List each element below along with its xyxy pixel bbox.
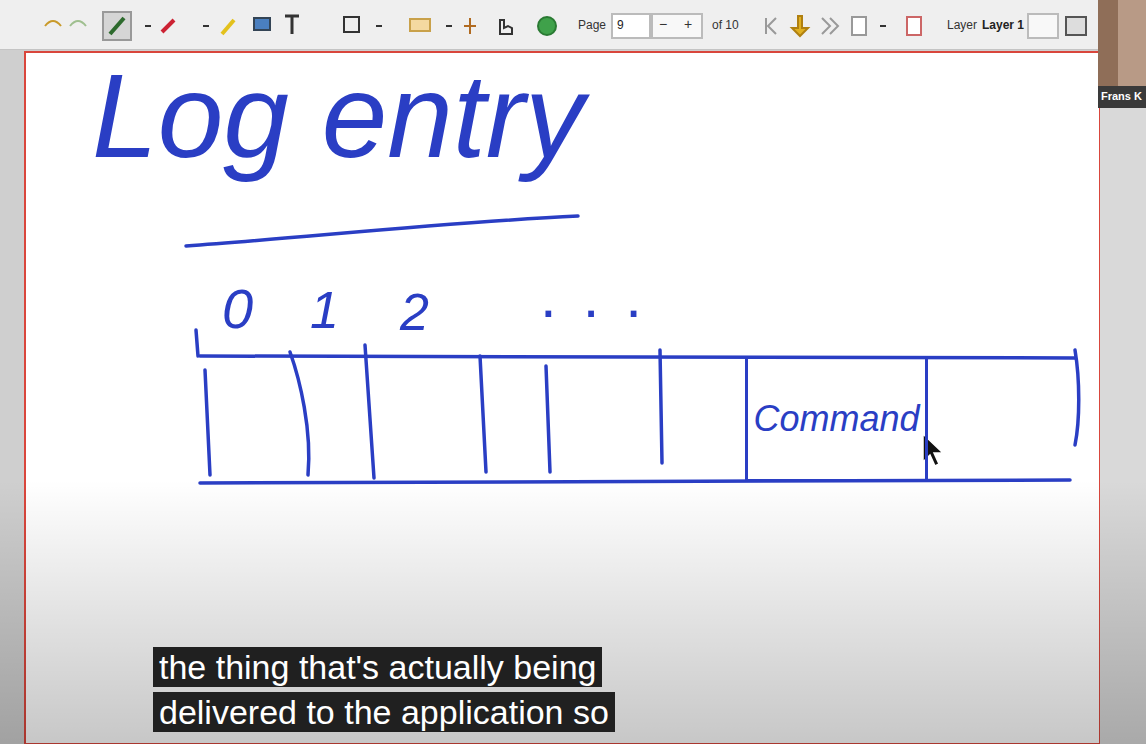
toolbar-text: Page: [578, 18, 606, 32]
cell-text: Command: [753, 398, 919, 440]
ellipsis: ...: [540, 262, 668, 331]
toolbar-button: −: [659, 16, 667, 32]
toolbar-text: of 10: [712, 18, 739, 32]
page-number: 9: [617, 18, 624, 32]
subtitle-text: the thing that's actually being delivere…: [153, 647, 615, 732]
toolbar-button: +: [684, 16, 692, 32]
index-number: 1: [310, 280, 339, 340]
layer-name: Layer 1: [982, 18, 1024, 32]
log-cell: Command: [745, 356, 928, 482]
toolbar-text: Layer: [947, 18, 977, 32]
webcam-name: Frans K: [1101, 90, 1142, 102]
handwritten-title: Log entry: [92, 48, 584, 184]
index-number: 0: [222, 276, 253, 341]
index-number: 2: [400, 282, 429, 342]
subtitle-box: the thing that's actually being delivere…: [153, 645, 693, 735]
